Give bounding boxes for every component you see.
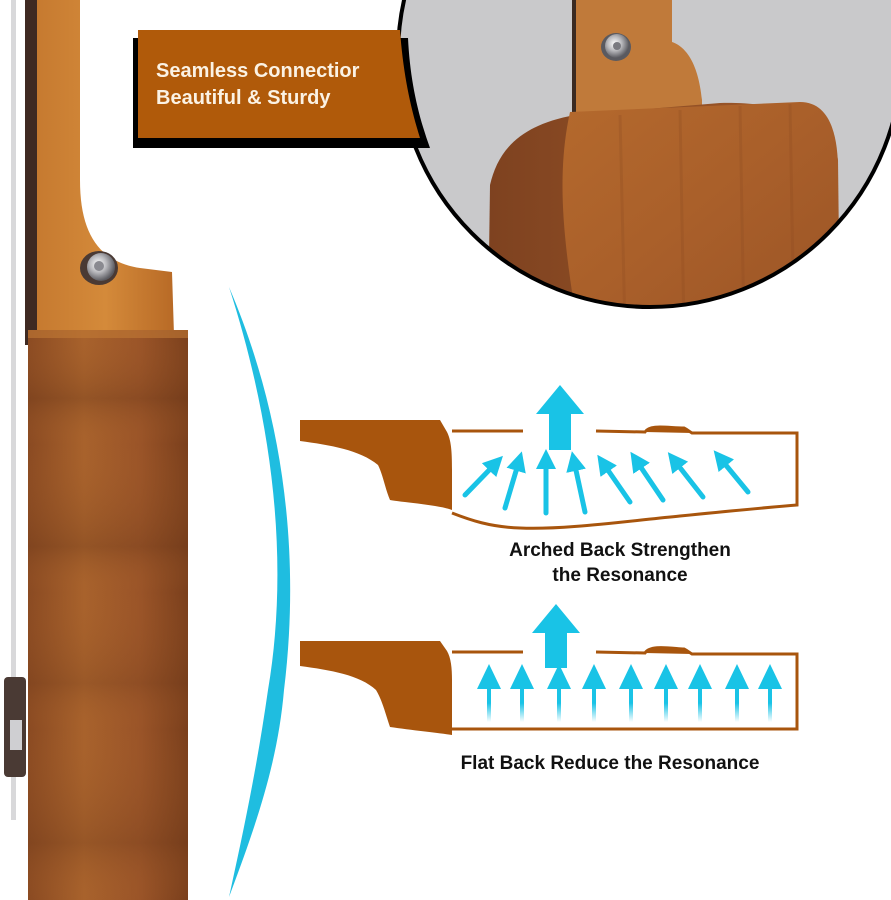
resonance-arrows-icon <box>462 449 751 516</box>
neck-heel <box>37 0 174 335</box>
big-arrow-up-icon <box>532 604 580 668</box>
string-line <box>11 0 16 820</box>
flat-back-caption: Flat Back Reduce the Resonance <box>420 751 800 776</box>
flat-back-diagram <box>300 604 799 735</box>
arched-back-diagram <box>300 385 799 530</box>
callout-line-1: Seamless Connectior <box>156 60 360 82</box>
zoom-circle <box>396 0 891 309</box>
arched-back-arc-indicator <box>229 287 291 897</box>
resonance-arrows-icon <box>477 664 782 722</box>
arched-caption-line-2: the Resonance <box>552 565 688 586</box>
callout-text: Seamless Connectior Beautiful & Sturdy <box>156 58 359 112</box>
fretboard <box>25 0 37 345</box>
big-arrow-up-icon <box>536 385 584 450</box>
arched-back-caption: Arched Back Strengthen the Resonance <box>470 538 770 588</box>
ukulele-side-photo <box>4 0 188 900</box>
arched-caption-line-1: Arched Back Strengthen <box>509 540 731 561</box>
callout-line-2: Beautiful & Sturdy <box>156 87 331 109</box>
flat-caption-line-1: Flat Back Reduce the Resonance <box>460 753 760 774</box>
callout-banner <box>133 30 430 148</box>
strap-button-icon <box>80 251 118 285</box>
